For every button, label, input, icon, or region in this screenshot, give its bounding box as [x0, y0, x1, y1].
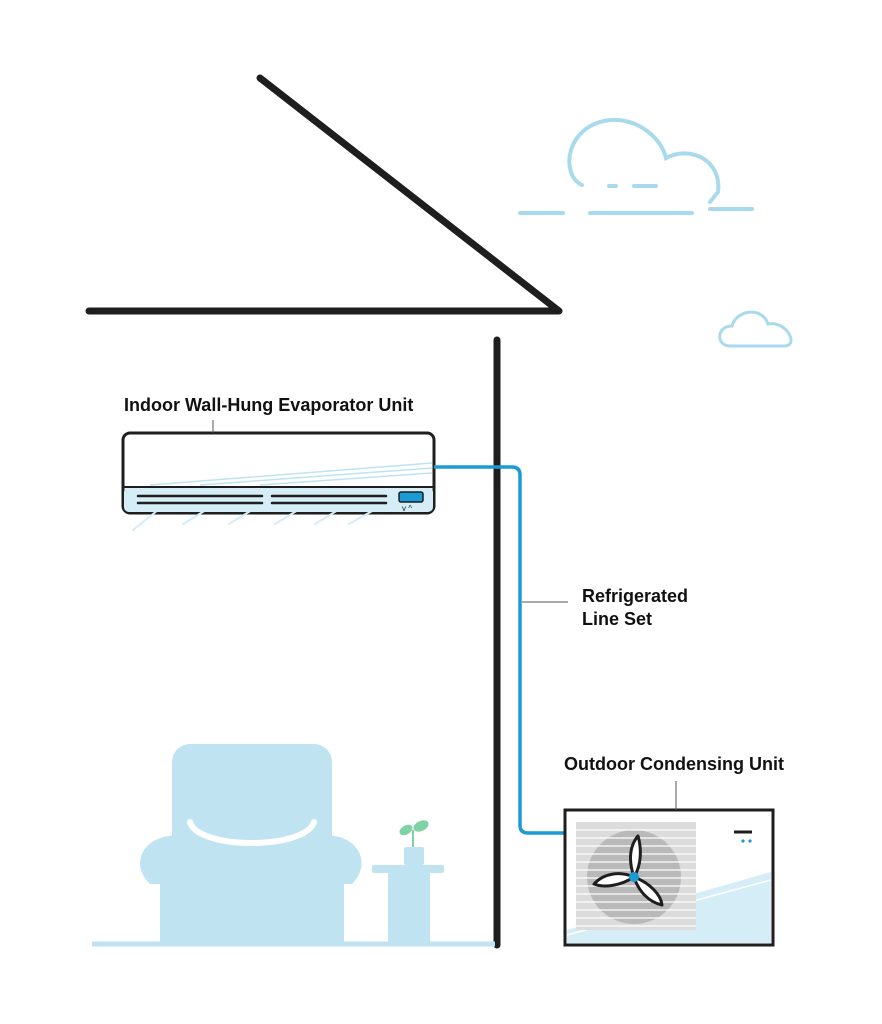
svg-text:v ^: v ^: [402, 504, 412, 513]
roof-icon: [85, 74, 563, 315]
line-set-label: Refrigerated Line Set: [582, 585, 688, 631]
indoor-unit-label: Indoor Wall-Hung Evaporator Unit: [124, 395, 414, 415]
refrigerant-line: [434, 465, 565, 835]
indoor-unit: v ^: [121, 431, 436, 531]
side-table: [372, 847, 444, 944]
fan-icon: [592, 834, 664, 907]
armchair-icon: [140, 744, 362, 944]
line-set-label-line-2: Line Set: [582, 609, 653, 629]
outdoor-unit: [563, 808, 775, 947]
outdoor-unit-label: Outdoor Condensing Unit: [564, 754, 784, 774]
plant-icon: [399, 820, 429, 847]
display-panel: [398, 491, 424, 503]
cloud-icon: [718, 310, 793, 348]
line-set-label-line-1: Refrigerated: [582, 586, 689, 606]
cloud-icon: [518, 117, 754, 215]
